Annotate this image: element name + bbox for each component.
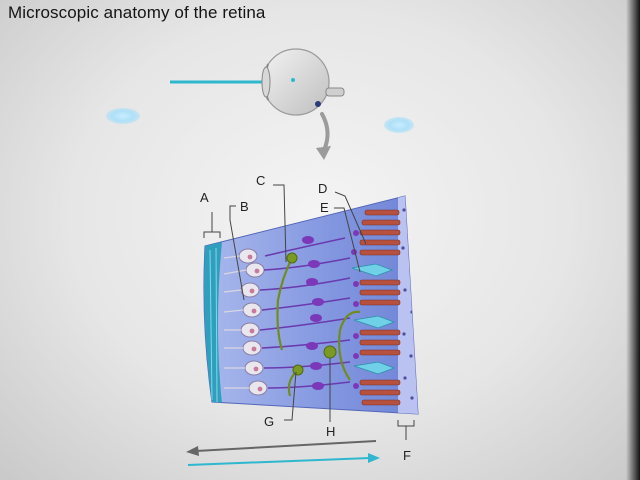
label-a: A [200, 190, 209, 205]
label-h: H [326, 424, 336, 439]
label-f: F [403, 448, 411, 463]
label-c: C [256, 173, 266, 188]
label-d: D [318, 181, 328, 196]
signal-direction-arrow [186, 440, 377, 456]
eyeball-illustration [261, 48, 345, 116]
screen-edge-shadow [626, 0, 640, 480]
retina-section [203, 195, 419, 415]
label-leader-lines [203, 184, 415, 440]
light-direction-arrow [187, 453, 380, 466]
curved-down-arrow-icon [316, 112, 331, 160]
page-title: Microscopic anatomy of the retina [8, 3, 266, 22]
screen-glare-right [384, 117, 414, 133]
screen-glare-left [106, 108, 140, 124]
label-e: E [320, 200, 329, 215]
label-b: B [240, 199, 249, 214]
label-g: G [264, 414, 275, 429]
